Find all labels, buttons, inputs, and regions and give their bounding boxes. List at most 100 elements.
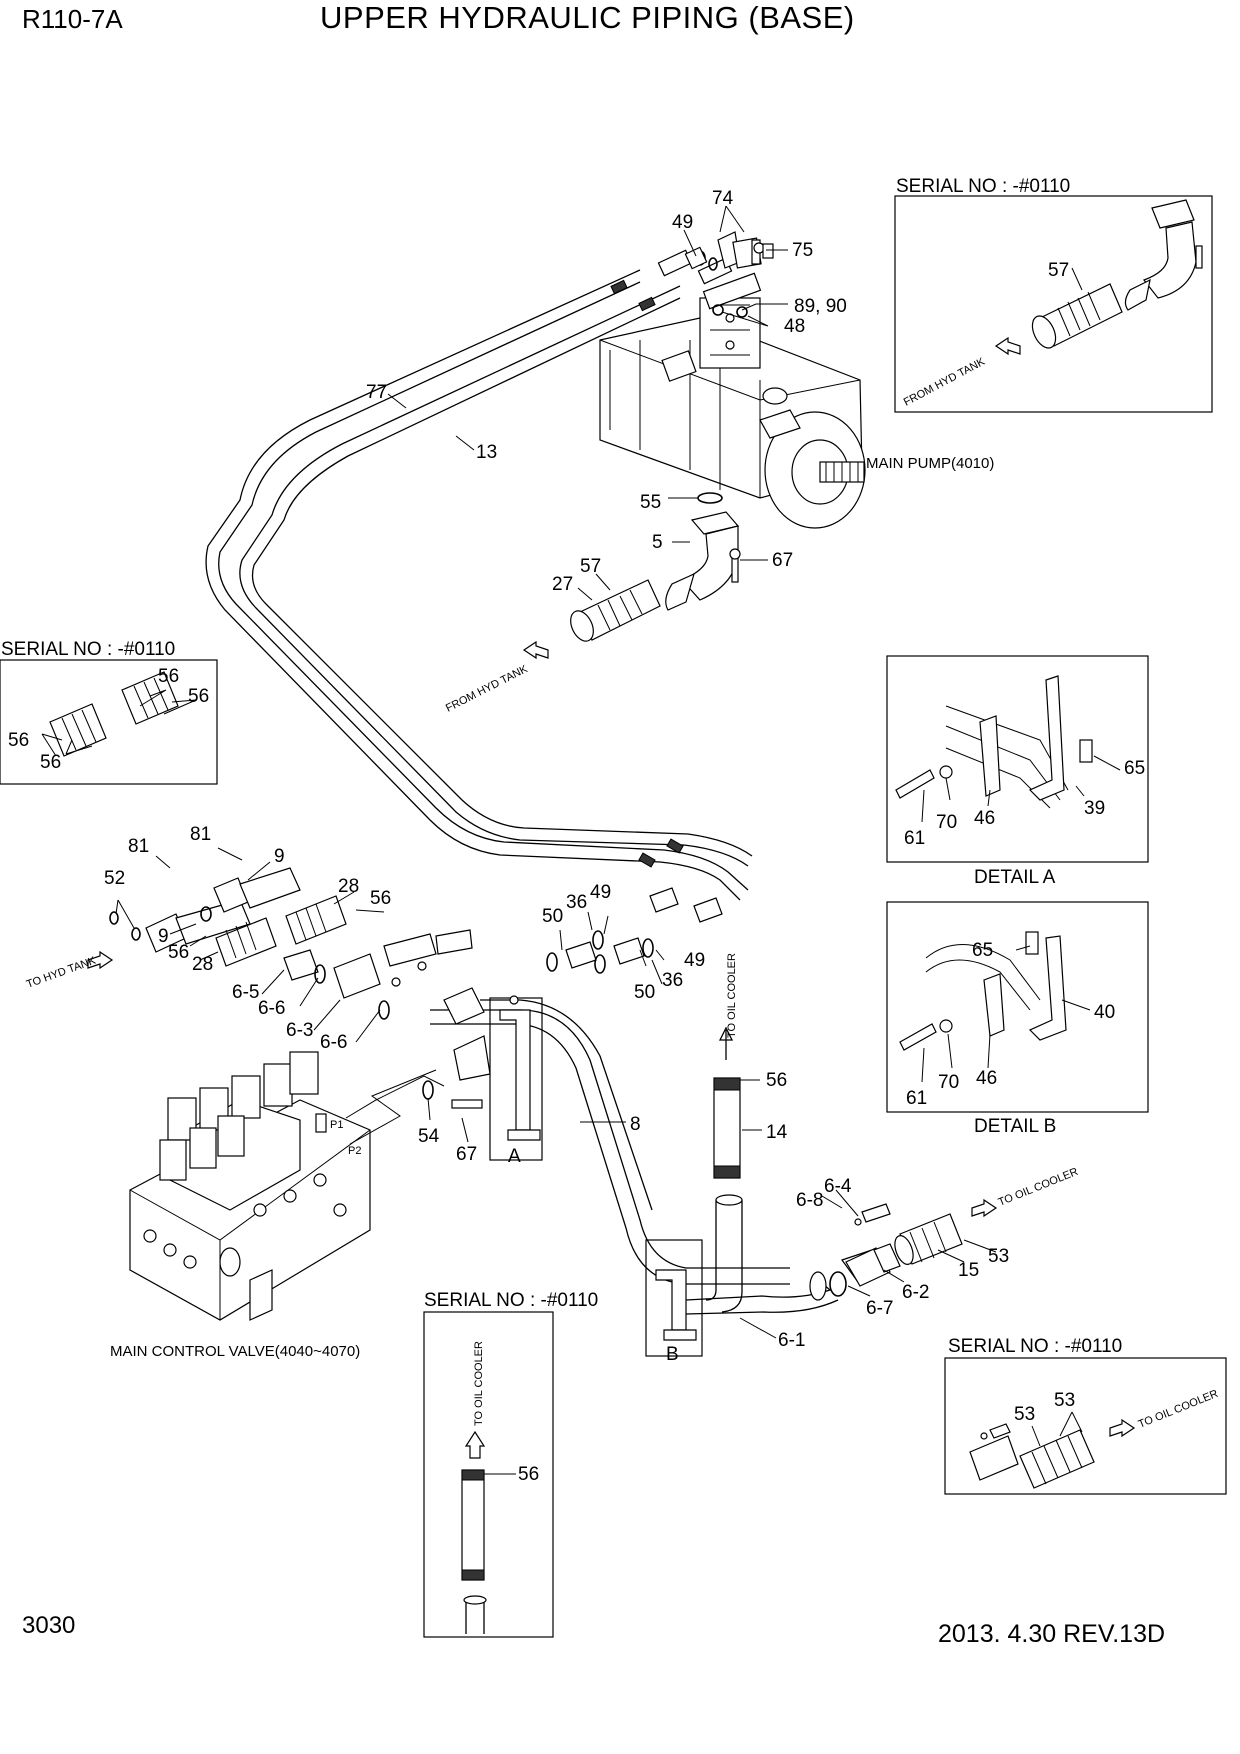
callout: 81: [128, 836, 149, 857]
callout: 61: [904, 828, 925, 849]
callout: 52: [104, 868, 125, 889]
pipe-14-body: [713, 1077, 741, 1179]
callout: 54: [418, 1126, 440, 1147]
valve-port-lines: [345, 1069, 445, 1145]
callouts-serial-left: 56 56 56 56: [8, 666, 209, 773]
detail-a-drawing: [895, 675, 1093, 809]
callout: 49: [590, 882, 611, 903]
flow-arrow-to-oil-cooler-14: TO OIL COOLER: [726, 953, 738, 1038]
callout: 6-4: [824, 1176, 852, 1197]
serial-inset-frame-bottom-center: [423, 1311, 554, 1638]
callout: 6-5: [232, 982, 259, 1003]
callout: 6-2: [902, 1282, 929, 1303]
main-pump-label: MAIN PUMP(4010): [866, 455, 994, 472]
callout: 36: [662, 970, 683, 991]
serial-inset-top-right: SERIAL NO : -#0110 FROM HYD TANK: [896, 176, 1203, 409]
serial-inset-frame-left: [0, 659, 218, 785]
page-title: UPPER HYDRAULIC PIPING (BASE): [320, 0, 855, 35]
callout: 28: [338, 876, 359, 897]
callout: 56: [40, 752, 61, 773]
callout: 50: [542, 906, 563, 927]
callout: 5: [652, 532, 663, 553]
center-fittings: [546, 887, 723, 974]
detail-b-frame: [886, 901, 1149, 1113]
callout: 89, 90: [794, 296, 847, 317]
callout: 77: [366, 382, 387, 403]
callout: 49: [672, 212, 693, 233]
callout: 6-6: [320, 1032, 347, 1053]
callout: 75: [792, 240, 813, 261]
main-pump-assembly: [599, 297, 866, 529]
callout: 6-1: [778, 1330, 805, 1351]
callout: 81: [190, 824, 211, 845]
pipe-14: [705, 1026, 743, 1313]
flow-label-to-hyd-tank: TO HYD TANK: [25, 954, 98, 990]
callout: 56: [158, 666, 179, 687]
leader-lines: [41, 205, 1121, 1475]
hose-77-and-13: [205, 249, 753, 901]
callout: 74: [712, 188, 734, 209]
callout: 56: [370, 888, 391, 909]
serial-label-left: SERIAL NO : -#0110: [1, 639, 175, 660]
callout: 28: [192, 954, 213, 975]
serial-inset-frame-bottom-right: [944, 1357, 1227, 1495]
serial-inset-frame-top-right: [894, 195, 1213, 413]
detail-b-marker-label: B: [666, 1344, 679, 1365]
main-control-valve: [129, 1051, 371, 1321]
callout: 56: [8, 730, 29, 751]
callout: 61: [906, 1088, 927, 1109]
callout: 6-7: [866, 1298, 893, 1319]
flow-label-to-oil-cooler-main: TO OIL COOLER: [997, 1166, 1080, 1209]
callout: 67: [456, 1144, 477, 1165]
port-p1-label: P1: [330, 1119, 343, 1131]
detail-a-caption: DETAIL A: [974, 867, 1056, 888]
callout: 57: [1048, 260, 1069, 281]
callouts-main: 74 49 75 89, 90 48 77 13 55 5 67 57 27 8…: [104, 188, 1009, 1351]
callouts-detail-b: 65 40 61 70 46: [906, 940, 1115, 1109]
flow-label-to-oil-cooler-vertical: TO OIL COOLER: [726, 953, 738, 1038]
flow-label-from-hyd-tank-inset: FROM HYD TANK: [902, 355, 988, 408]
serial-inset-bottom-right: SERIAL NO : -#0110 TO OIL COOLER: [948, 1336, 1220, 1489]
callout: 15: [958, 1260, 979, 1281]
pump-suction-parts: [570, 492, 741, 642]
callouts-serial-bottom-right: 53 53: [1014, 1390, 1075, 1425]
flow-arrow-to-oil-cooler-15: TO OIL COOLER: [971, 1166, 1080, 1218]
callouts-detail-a: 65 39 61 70 46: [904, 758, 1145, 849]
callout: 56: [188, 686, 209, 707]
callouts-serial-bottom-center: 56: [518, 1464, 539, 1485]
callouts-serial-top-right: 57: [1048, 260, 1069, 281]
callout: 8: [630, 1114, 641, 1135]
callout: 48: [784, 316, 805, 337]
detail-a-marker: [489, 995, 543, 1161]
flow-label-to-oil-cooler-inset-right: TO OIL COOLER: [1137, 1388, 1220, 1431]
detail-a-frame: [886, 655, 1149, 863]
serial-label-bottom-right: SERIAL NO : -#0110: [948, 1336, 1122, 1357]
page-number: 3030: [22, 1612, 76, 1639]
detail-b-drawing: [899, 931, 1067, 1051]
serial-inset-left: SERIAL NO : -#0110: [1, 639, 179, 757]
callout: 53: [988, 1246, 1009, 1267]
flow-label-to-oil-cooler-inset-center: TO OIL COOLER: [473, 1341, 485, 1426]
serial-inset-bottom-center: SERIAL NO : -#0110 TO OIL COOLER: [424, 1290, 598, 1634]
callout: 55: [640, 492, 661, 513]
callout: 46: [974, 808, 995, 829]
callout: 46: [976, 1068, 997, 1089]
callout: 70: [936, 812, 957, 833]
port-p2-label: P2: [348, 1145, 361, 1157]
detail-b-caption: DETAIL B: [974, 1116, 1056, 1137]
callout: 6-8: [796, 1190, 823, 1211]
callout: 27: [552, 574, 573, 595]
detail-a-marker-label: A: [508, 1146, 521, 1167]
callout: 40: [1094, 1002, 1115, 1023]
callout: 56: [766, 1070, 787, 1091]
callout: 57: [580, 556, 601, 577]
callout: 6-6: [258, 998, 285, 1019]
callout: 9: [274, 846, 285, 867]
callout: 13: [476, 442, 497, 463]
main-control-valve-label: MAIN CONTROL VALVE(4040~4070): [110, 1343, 360, 1360]
callout: 49: [684, 950, 705, 971]
revision-date: 2013. 4.30 REV.13D: [938, 1620, 1166, 1648]
callout: 14: [766, 1122, 788, 1143]
flow-arrow-from-hyd-tank-main: FROM HYD TANK: [444, 640, 549, 715]
